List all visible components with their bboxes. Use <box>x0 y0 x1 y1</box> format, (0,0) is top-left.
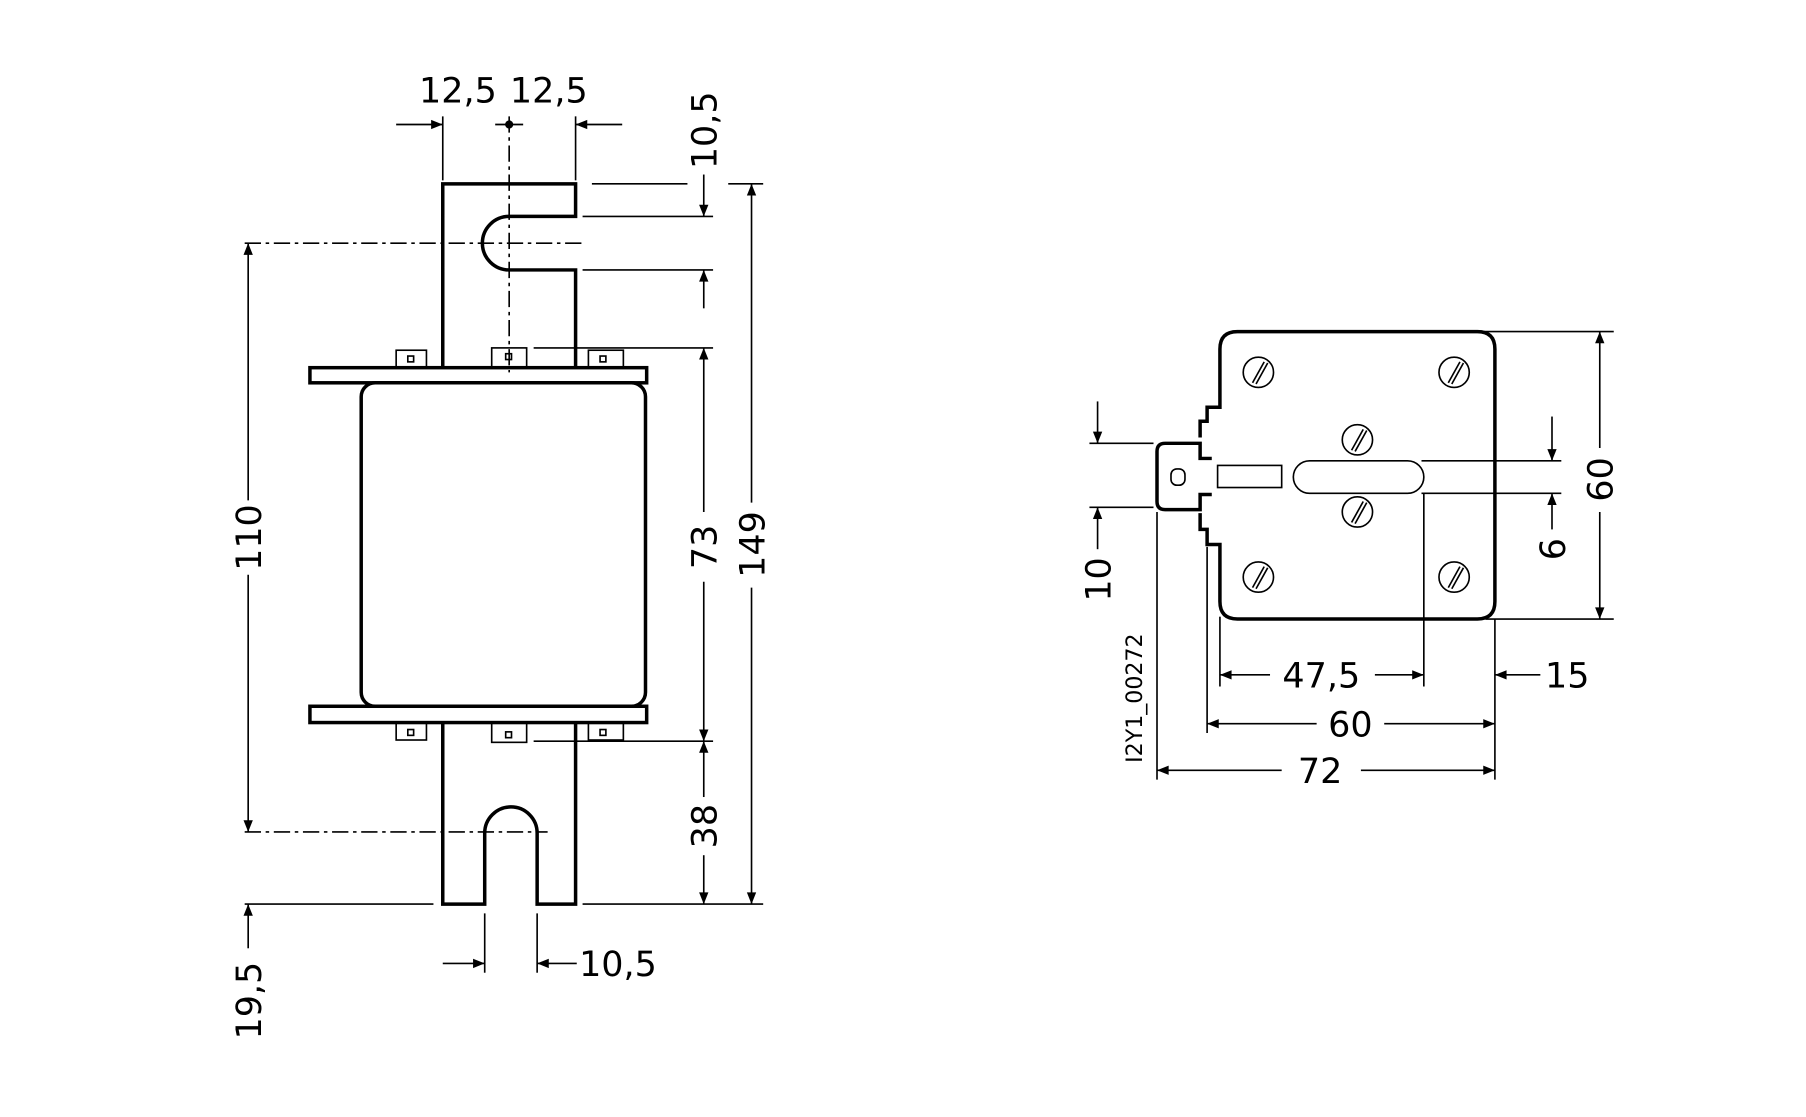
bottom-flange <box>308 704 649 725</box>
dim-slot-depth: 19,5 <box>230 962 270 1040</box>
bottom-blade <box>441 722 578 906</box>
drawing-id: I2Y1_00272 <box>1122 633 1148 762</box>
front-plate <box>1198 329 1497 621</box>
dim-plate-width: 60 <box>1328 706 1372 746</box>
dim-body-height: 73 <box>686 525 726 569</box>
dim-overall-length: 149 <box>733 511 773 578</box>
dim-indicator-height: 10 <box>1079 557 1119 601</box>
dim-hole-spacing: 110 <box>230 504 270 571</box>
screw-icons <box>1242 356 1471 594</box>
dim-plate-height: 60 <box>1582 457 1622 501</box>
slot <box>1292 459 1425 495</box>
fuse-side-view: 12,5 12,5 10,5 110 73 38 149 19,5 10,5 <box>230 71 773 1039</box>
dim-slot-offset: 47,5 <box>1282 657 1360 697</box>
indicator-knob <box>1155 441 1212 512</box>
bottom-clips <box>395 721 625 744</box>
fuse-front-view: 60 6 10 47,5 15 60 72 I2Y1_00272 <box>1079 329 1622 792</box>
dim-slot-height: 6 <box>1534 538 1574 560</box>
dim-tab-half-right: 12,5 <box>510 71 588 111</box>
dim-slot-top: 10,5 <box>686 91 726 169</box>
dim-overall-width: 72 <box>1298 752 1342 792</box>
dim-tab-bottom: 38 <box>686 804 726 848</box>
dim-tab-half-left: 12,5 <box>419 71 497 111</box>
dim-edge-offset: 15 <box>1545 657 1589 697</box>
indicator-window <box>1216 464 1283 489</box>
top-flange <box>308 365 649 385</box>
dim-slot-width: 10,5 <box>579 945 657 985</box>
fuse-body <box>359 381 648 709</box>
